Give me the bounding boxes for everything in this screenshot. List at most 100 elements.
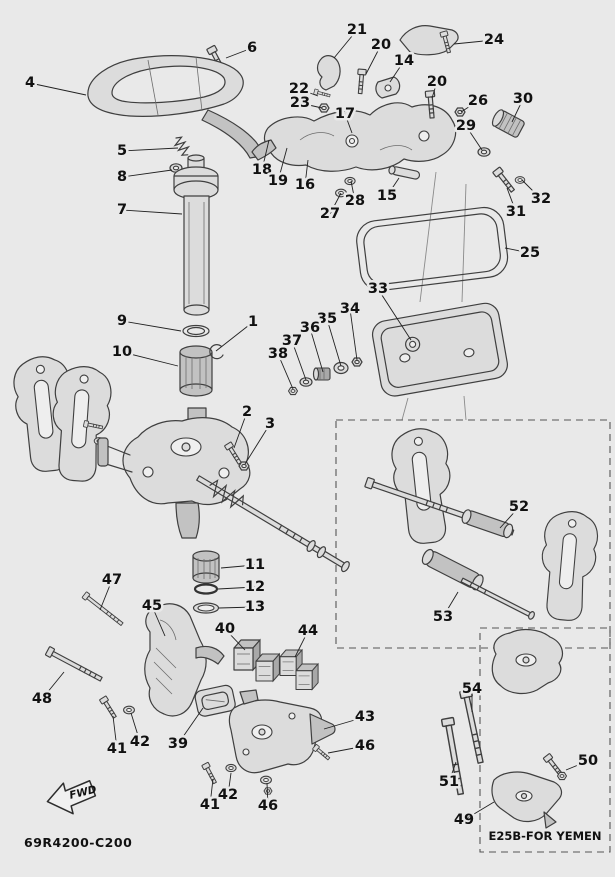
part-35-bushing [333, 361, 349, 375]
part-26-nut [454, 107, 466, 117]
callout-46-50: 46 [355, 738, 375, 754]
leader-line-46-50 [327, 745, 366, 754]
part-46-washer-b [260, 775, 272, 785]
callout-2-34: 2 [242, 404, 252, 420]
leader-line-13-38 [218, 606, 256, 609]
callout-3-35: 3 [265, 416, 275, 432]
part-39-damper [194, 684, 236, 717]
callout-5-13: 5 [117, 143, 127, 159]
upper-mount-casing [251, 102, 457, 172]
leader-line-41-55 [209, 778, 214, 806]
part-32-washer [514, 176, 526, 184]
callout-50-52: 50 [578, 753, 598, 769]
leader-line-20-3 [365, 44, 382, 75]
leader-line-34-29 [349, 308, 358, 361]
callout-28-19: 28 [345, 193, 365, 209]
callout-13-38: 13 [245, 599, 265, 615]
part-25-gasket [356, 206, 509, 292]
callout-43-49: 43 [355, 709, 375, 725]
part-29-washer [477, 147, 491, 157]
leader-line-30-10 [511, 98, 524, 123]
callout-17-11: 17 [335, 106, 355, 122]
callout-1-26: 1 [248, 314, 258, 330]
leader-line-19-16 [277, 147, 288, 182]
callout-40-41: 40 [215, 621, 235, 637]
leader-line-22-6 [298, 88, 319, 97]
leader-line-24-4 [453, 39, 495, 45]
part-3-nut [238, 461, 250, 471]
drawing-number: 69R4200-C200 [24, 835, 132, 850]
part-4-steering-handle [87, 55, 263, 159]
callout-16-17: 16 [295, 177, 315, 193]
callout-32-21: 32 [531, 191, 551, 207]
part-42-washer-a [123, 705, 135, 715]
callout-14-5: 14 [394, 53, 414, 69]
leader-line-8-15 [121, 169, 173, 178]
leader-line-29-12 [465, 125, 483, 151]
leader-line-33-28 [377, 288, 412, 341]
callout-4-1: 4 [25, 75, 35, 91]
leader-line-44-42 [294, 630, 309, 658]
callout-41-55: 41 [200, 797, 220, 813]
leader-line-42-56 [227, 772, 232, 796]
callout-15-18: 15 [377, 188, 397, 204]
part-15-pin [388, 165, 421, 180]
leader-line-18-14 [261, 139, 270, 171]
leader-line-43-49 [323, 716, 366, 730]
part-42-washer-b [225, 763, 237, 773]
leader-line-40-41 [224, 628, 246, 651]
leader-line-12-37 [217, 586, 256, 590]
leader-line-42-47 [130, 712, 141, 743]
part-7-swivel-tube [173, 154, 219, 316]
callout-48-45: 48 [32, 691, 52, 707]
part-10-bushing [179, 345, 213, 397]
callout-30-10: 30 [513, 91, 533, 107]
part-53-tube [421, 548, 484, 591]
leader-line-45-40 [151, 605, 166, 637]
leader-line-39-48 [177, 707, 204, 745]
callout-27-20: 27 [320, 206, 340, 222]
part-11-bushing [192, 550, 220, 584]
leader-line-27-20 [329, 192, 342, 215]
part-40-mount-b [255, 653, 280, 682]
leader-line-7-23 [121, 209, 183, 215]
part-43-bracket [228, 689, 336, 774]
callout-22-6: 22 [289, 81, 309, 97]
leader-line-20-8 [431, 81, 438, 99]
leader-line-35-30 [326, 318, 342, 367]
callout-42-56: 42 [218, 787, 238, 803]
callout-35-30: 35 [317, 311, 337, 327]
leader-line-37-32 [291, 340, 307, 381]
callout-53-44: 53 [433, 609, 453, 625]
leader-line-48-45 [41, 671, 65, 700]
callout-20-3: 20 [371, 37, 391, 53]
callout-26-9: 26 [468, 93, 488, 109]
part-24-bracket [399, 25, 459, 56]
part-14-bracket [375, 76, 401, 99]
callout-7-23: 7 [117, 202, 127, 218]
part-30-damper [491, 109, 525, 138]
leader-line-11-36 [220, 564, 256, 569]
part-49-bracket [491, 771, 563, 829]
leader-line-17-11 [344, 113, 353, 134]
callout-10-27: 10 [112, 344, 132, 360]
part-52-bolt-spacer [364, 476, 515, 539]
callout-54-51: 54 [462, 681, 482, 697]
part-36-bushing [312, 367, 331, 381]
callout-21-2: 21 [347, 22, 367, 38]
leader-line-31-22 [506, 187, 517, 213]
leader-line-52-43 [499, 506, 520, 529]
leader-line-53-44 [442, 591, 459, 618]
leader-line-23-7 [299, 102, 323, 109]
callout-47-39: 47 [102, 572, 122, 588]
callout-51-53: 51 [439, 774, 459, 790]
part-33-plate [371, 302, 508, 397]
tilt-rod [196, 475, 350, 573]
leader-line-36-31 [309, 327, 324, 373]
part-13-ring [192, 602, 220, 614]
callout-31-22: 31 [506, 204, 526, 220]
yemen-swivel-bracket [491, 628, 563, 695]
callout-19-16: 19 [268, 173, 288, 189]
